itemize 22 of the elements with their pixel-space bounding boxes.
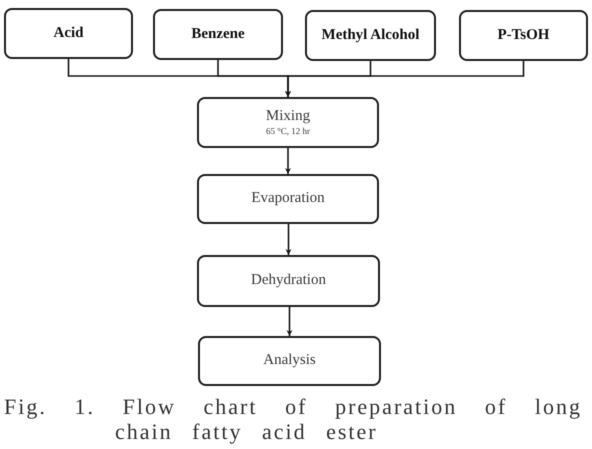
reagent-box xyxy=(4,8,133,59)
reagent-box xyxy=(153,9,283,60)
reagent-box xyxy=(459,10,588,61)
figure-caption: Fig. 1. Flow chart of preparation of long chain fatty acid ester xyxy=(4,394,582,444)
arrow xyxy=(285,148,291,174)
step-label: Methyl Alcohol xyxy=(322,26,420,44)
step-label: Evaporation xyxy=(251,190,325,208)
process-box xyxy=(197,255,380,307)
reagent-box xyxy=(305,10,436,61)
process-box xyxy=(198,336,381,386)
process-box xyxy=(197,97,379,148)
step-label: Mixing xyxy=(266,108,310,126)
arrow xyxy=(286,307,292,336)
condition-text: 65 °C, 12 hr xyxy=(266,126,310,137)
step-label: Benzene xyxy=(191,26,245,44)
arrow xyxy=(285,61,524,97)
step-label: Acid xyxy=(54,24,84,42)
process-box xyxy=(197,174,379,224)
arrow xyxy=(286,224,292,255)
step-label: P-TsOH xyxy=(498,26,550,44)
step-label: Dehydration xyxy=(251,272,326,290)
step-label: Analysis xyxy=(263,352,316,370)
